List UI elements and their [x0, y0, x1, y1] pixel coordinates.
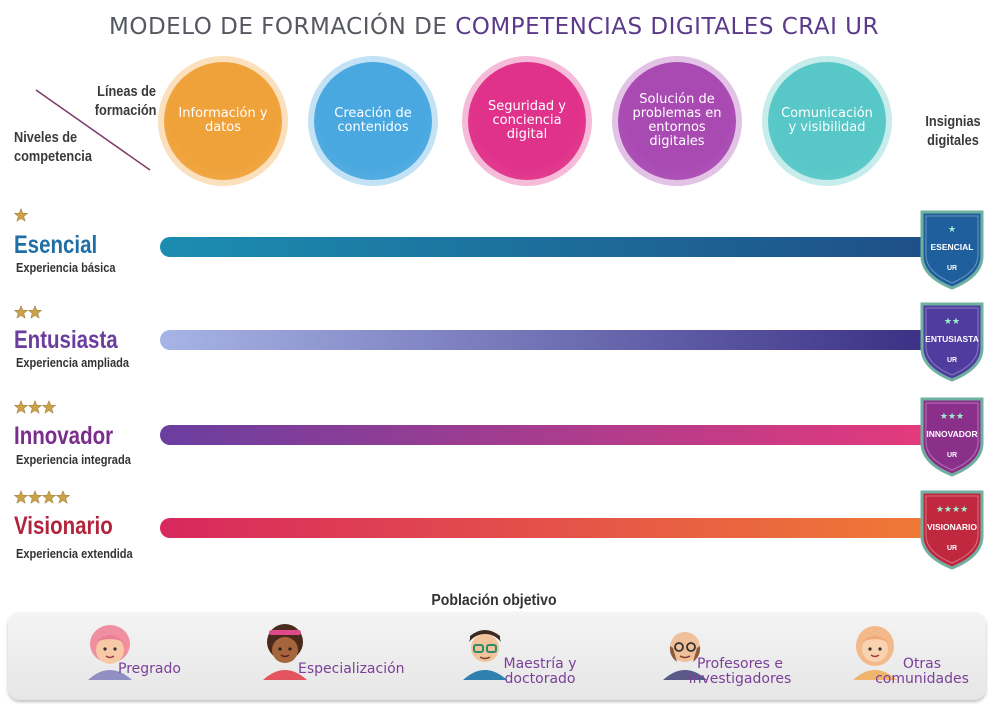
diagram-title: MODELO DE FORMACIÓN DE COMPETENCIAS DIGI…: [0, 14, 988, 40]
level-2-name: Entusiasta: [14, 326, 118, 354]
level-3-name: Innovador: [14, 422, 114, 450]
title-part-1: MODELO DE FORMACIÓN DE: [109, 14, 456, 40]
svg-text:★★: ★★: [944, 317, 960, 327]
level-2-badge: ★★ ENTUSIASTA UR: [916, 298, 988, 382]
level-4-stars: [13, 490, 71, 508]
woman-icon: [853, 626, 897, 680]
line-circle-3: Seguridad y conciencia digital: [468, 62, 586, 180]
level-4-subtitle: Experiencia extendida: [16, 546, 133, 561]
line-circle-1: Información y datos: [164, 62, 282, 180]
lines-header-label: Líneas de formación: [94, 83, 157, 119]
line-label-4: Solución de problemas en entornos digita…: [632, 92, 722, 149]
line-label-2: Creación de contenidos: [334, 106, 412, 135]
population-title: Población objetivo: [431, 592, 557, 609]
badge-mark: UR: [947, 545, 957, 552]
level-1-bar: [160, 237, 932, 257]
line-label-1: Información y datos: [178, 106, 268, 135]
levels-header-label: Niveles de competencia: [14, 129, 92, 165]
level-2-stars: [13, 305, 43, 323]
title-part-2: COMPETENCIAS DIGITALES CRAI UR: [455, 14, 879, 40]
man-glasses-icon: [463, 630, 507, 680]
line-label-3: Seguridad y conciencia digital: [488, 99, 566, 142]
professor-icon: [663, 632, 707, 680]
svg-text:★: ★: [948, 225, 956, 235]
line-circle-4: Solución de problemas en entornos digita…: [618, 62, 736, 180]
student-curly-icon: [263, 624, 307, 680]
level-1-badge: ★ ESENCIAL UR: [916, 206, 988, 290]
line-circle-5: Comunicación y visibilidad: [768, 62, 886, 180]
population-label-4: Profesores e investigadores: [688, 656, 792, 687]
badges-header-label: Insignias digitales: [925, 113, 981, 149]
badge-text: ENTUSIASTA: [925, 334, 979, 344]
level-3-subtitle: Experiencia integrada: [16, 452, 131, 467]
level-1-subtitle: Experiencia básica: [16, 260, 116, 275]
population-label-3: Maestría y doctorado: [503, 656, 577, 687]
level-1-stars: [13, 208, 29, 226]
level-4-name: Visionario: [14, 512, 113, 540]
badge-text: INNOVADOR: [926, 429, 977, 439]
population-label-5: Otras comunidades: [875, 656, 969, 687]
badge-text: ESENCIAL: [931, 242, 974, 252]
level-3-bar: [160, 425, 932, 445]
badge-mark: UR: [947, 265, 957, 272]
badge-mark: UR: [947, 357, 957, 364]
level-3-stars: [13, 400, 57, 418]
population-panel: [8, 612, 986, 700]
badge-mark: UR: [947, 452, 957, 459]
line-label-5: Comunicación y visibilidad: [781, 106, 873, 135]
population-label-1: Pregrado: [118, 661, 181, 677]
svg-text:★★★★: ★★★★: [936, 505, 968, 515]
svg-text:★★★: ★★★: [940, 412, 964, 422]
student-girl-icon: [88, 625, 132, 680]
level-3-badge: ★★★ INNOVADOR UR: [916, 393, 988, 477]
badge-text: VISIONARIO: [927, 522, 977, 532]
level-2-bar: [160, 330, 932, 350]
level-2-subtitle: Experiencia ampliada: [16, 355, 130, 370]
level-4-bar: [160, 518, 932, 538]
population-label-2: Especialización: [298, 661, 405, 677]
line-circle-2: Creación de contenidos: [314, 62, 432, 180]
level-4-badge: ★★★★ VISIONARIO UR: [916, 486, 988, 570]
level-1-name: Esencial: [14, 231, 98, 259]
